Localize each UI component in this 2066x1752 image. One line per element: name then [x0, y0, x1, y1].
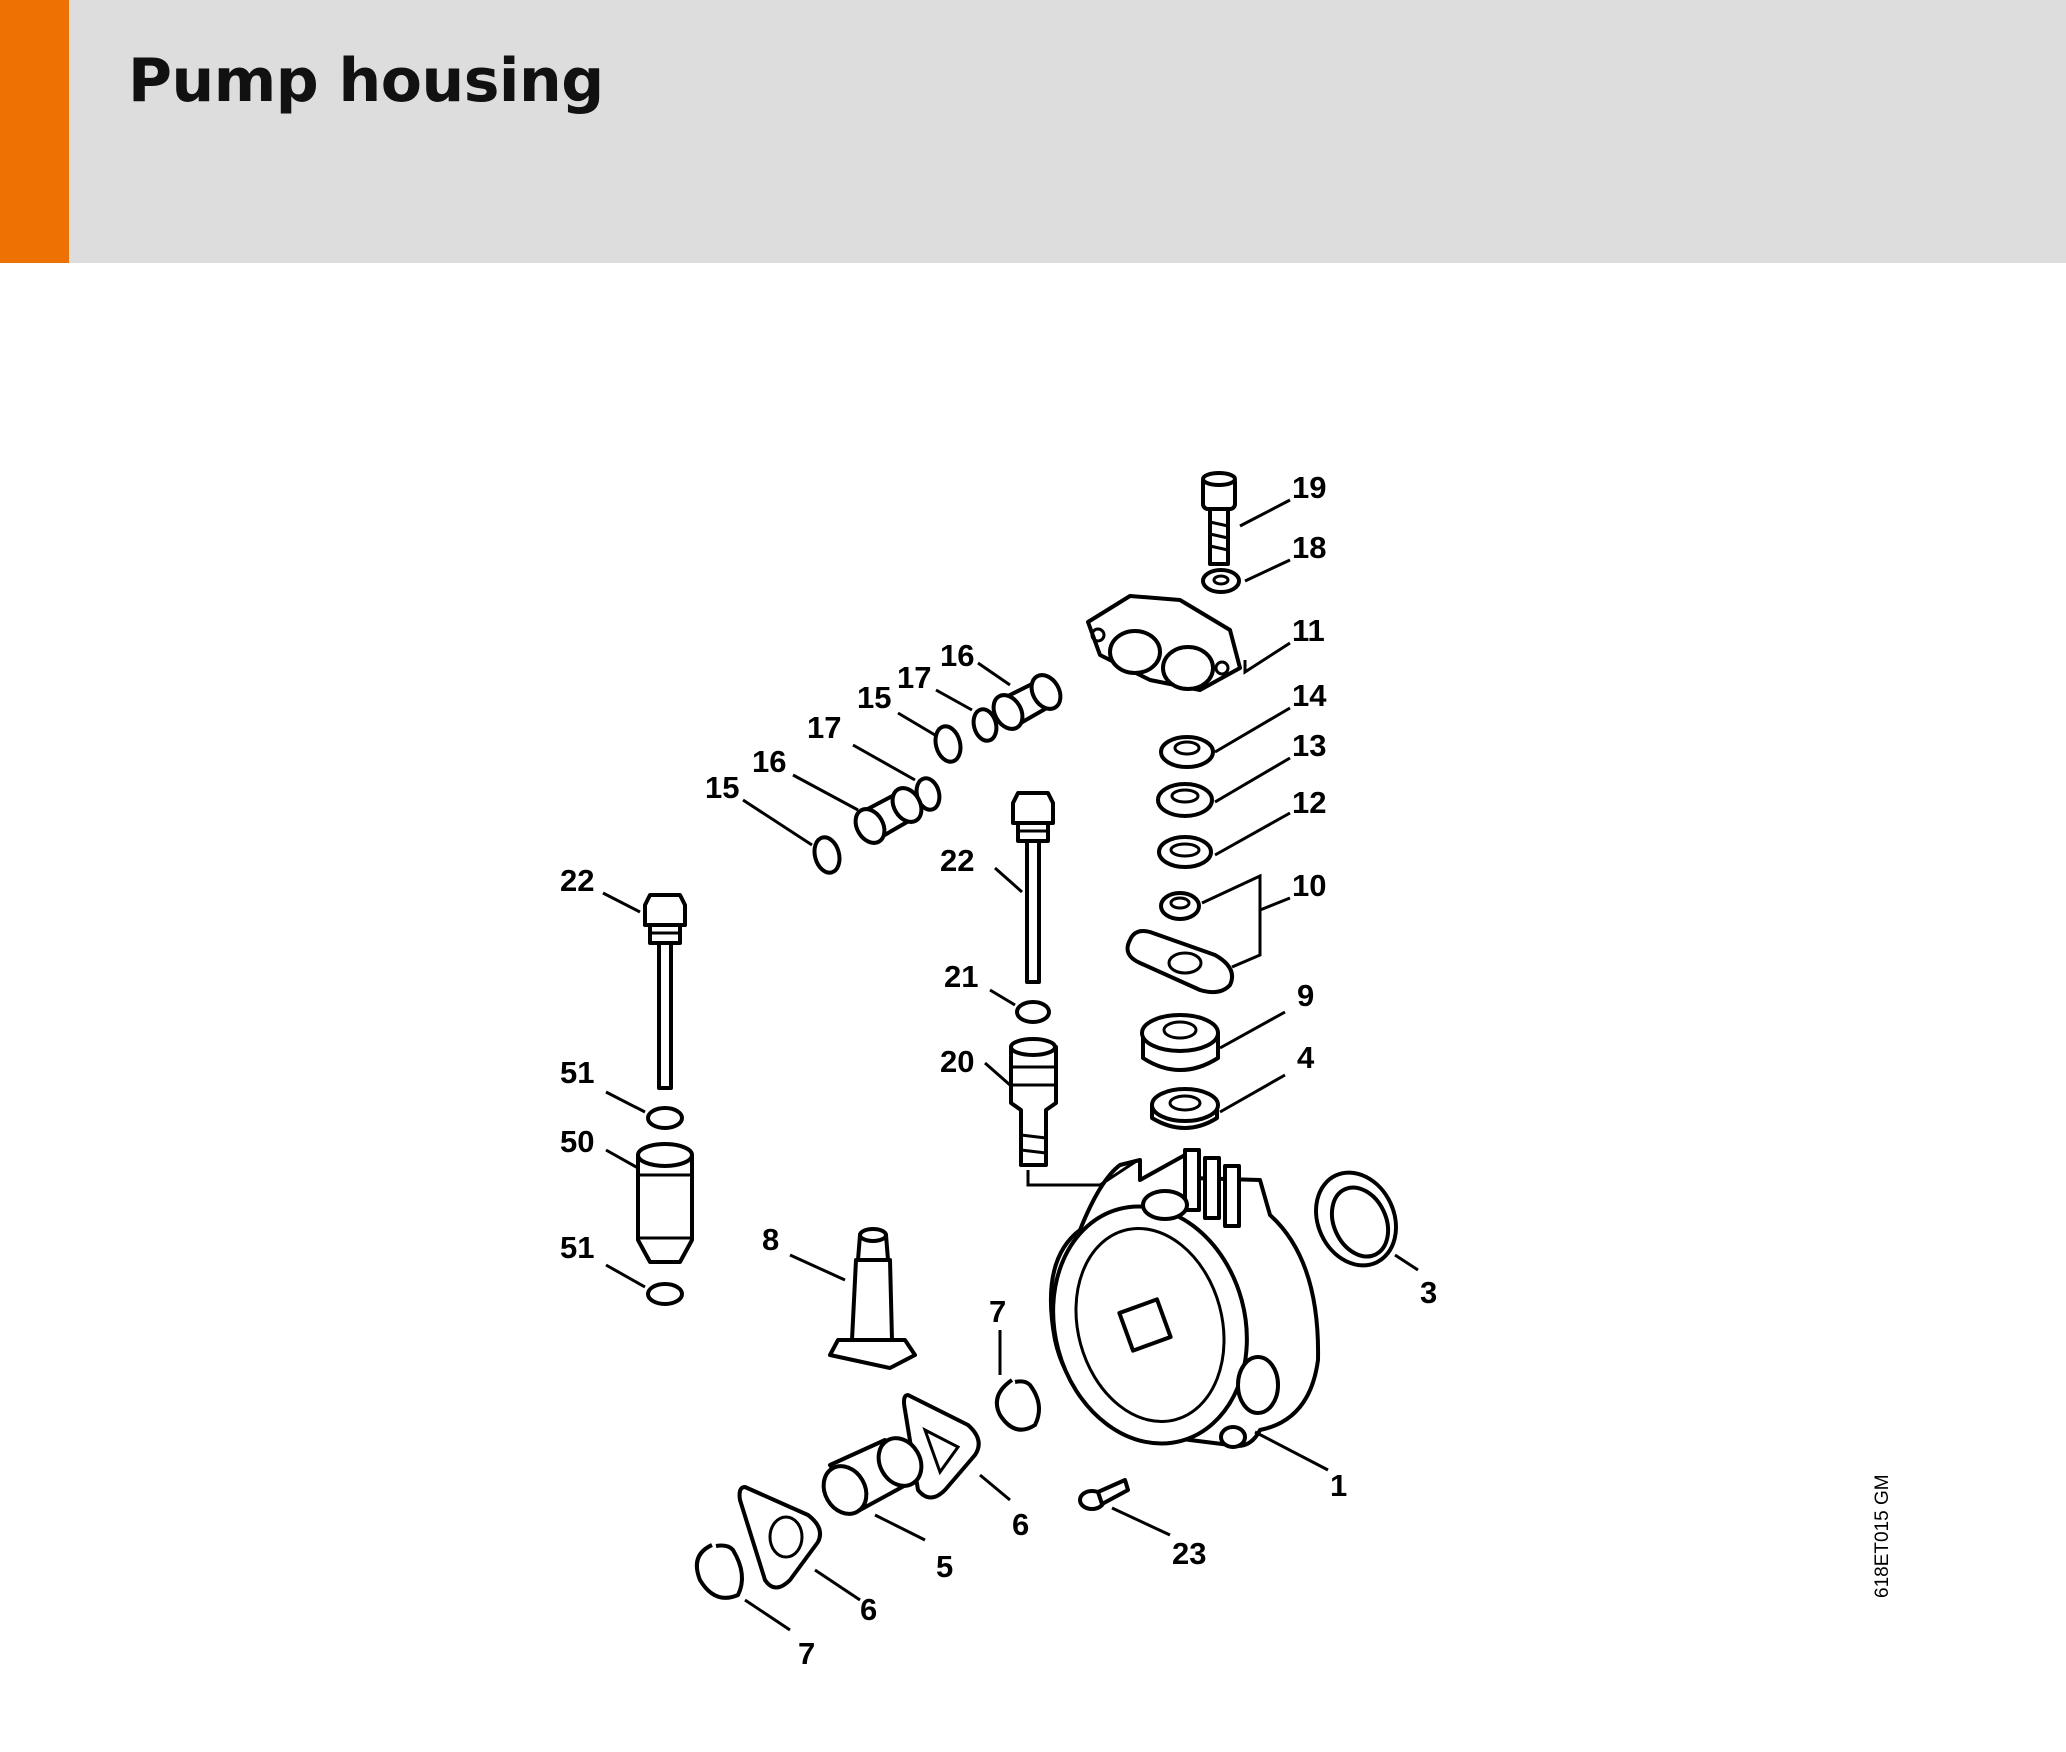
part-16-valve-upper: [991, 673, 1063, 731]
part-11-valve-cover: [1086, 594, 1242, 692]
part-6-seal-lower: [737, 1485, 822, 1590]
callout-9: 9: [1297, 978, 1314, 1013]
part-10-set: [1125, 891, 1235, 995]
page-title: Pump housing: [128, 46, 604, 116]
callout-17-upper: 17: [897, 660, 931, 695]
part-14-seat: [1159, 735, 1215, 769]
part-18-washer: [1201, 568, 1241, 594]
part-16-valve-lower: [853, 786, 924, 845]
callout-21: 21: [944, 959, 978, 994]
part-50-sleeve: [636, 1142, 694, 1264]
part-9-sleeve: [1140, 1013, 1220, 1072]
part-3-oil-seal: [1314, 1170, 1398, 1268]
part-19-screw: [1201, 471, 1237, 566]
callout-18: 18: [1292, 530, 1326, 565]
callout-7-lower: 7: [798, 1636, 815, 1671]
part-4-ring: [1150, 1087, 1220, 1130]
page-header: Pump housing: [0, 0, 2066, 263]
callout-16-upper: 16: [940, 638, 974, 673]
callout-13: 13: [1292, 728, 1326, 763]
part-51-o-ring-upper: [646, 1106, 684, 1130]
callout-16-lower: 16: [752, 744, 786, 779]
part-17-o-ring-upper: [971, 707, 999, 743]
callout-22-left: 22: [560, 863, 594, 898]
part-22-plug-centre: [1011, 791, 1055, 984]
part-1-pump-housing: [1048, 1148, 1321, 1449]
callout-22-centre: 22: [940, 843, 974, 878]
callout-labels: 19 18 11 14 13 12 10 9 4 3 1 23 6 5 6 7 …: [560, 470, 1437, 1671]
part-7-circlip-upper: [995, 1378, 1041, 1432]
part-7-circlip-lower: [695, 1543, 744, 1600]
callout-50: 50: [560, 1124, 594, 1159]
callout-51-upper: 51: [560, 1055, 594, 1090]
accent-bar: [0, 0, 69, 263]
callout-12: 12: [1292, 785, 1326, 820]
callout-51-lower: 51: [560, 1230, 594, 1265]
part-20-threaded-sleeve: [1009, 1037, 1058, 1167]
callout-1: 1: [1330, 1468, 1347, 1503]
part-12-ring: [1157, 835, 1213, 869]
drawing-code: 618ET015 GM: [1872, 1474, 1893, 1598]
callout-5: 5: [936, 1549, 953, 1584]
callout-3: 3: [1420, 1275, 1437, 1310]
callout-10: 10: [1292, 868, 1326, 903]
callout-6-upper: 6: [1012, 1507, 1029, 1542]
leader-lines: [602, 498, 1419, 1632]
part-22-plug-left: [643, 893, 687, 1090]
callout-15-lower: 15: [705, 770, 739, 805]
callout-11: 11: [1292, 613, 1325, 648]
part-23-screw: [1078, 1478, 1130, 1511]
callout-14: 14: [1292, 678, 1327, 713]
callout-19: 19: [1292, 470, 1326, 505]
callout-8: 8: [762, 1222, 779, 1257]
callout-7-upper: 7: [989, 1294, 1006, 1329]
callout-17-lower: 17: [807, 710, 841, 745]
callout-6-lower: 6: [860, 1592, 877, 1627]
part-51-o-ring-lower: [646, 1282, 684, 1306]
part-5-bush: [821, 1436, 924, 1516]
part-8-plunger: [828, 1227, 917, 1370]
callout-20: 20: [940, 1044, 974, 1079]
part-21-o-ring: [1015, 1000, 1051, 1024]
callout-4: 4: [1297, 1040, 1315, 1075]
callout-15-upper: 15: [857, 680, 891, 715]
callout-23: 23: [1172, 1536, 1206, 1571]
part-15-o-ring-upper: [933, 724, 963, 764]
part-13-ring: [1156, 782, 1214, 818]
part-15-o-ring-lower: [812, 835, 842, 875]
